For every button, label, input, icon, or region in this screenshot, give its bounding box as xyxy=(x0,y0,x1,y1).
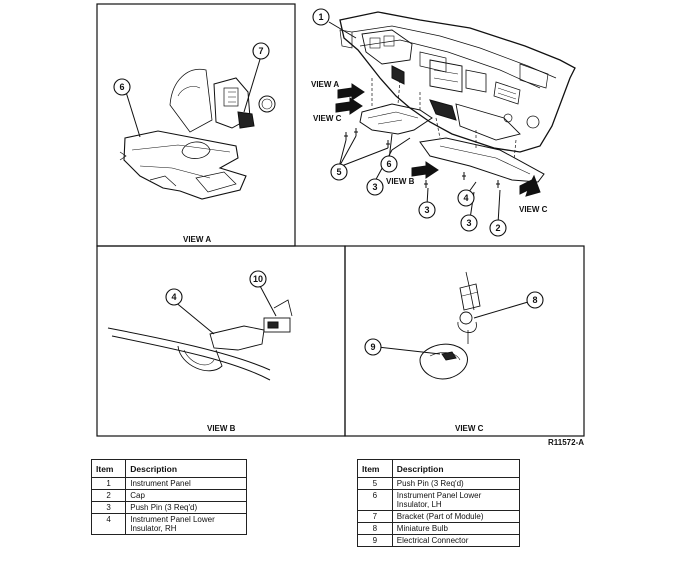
callout-6-view-a: 6 xyxy=(113,78,131,96)
view-a-drawing xyxy=(119,55,276,200)
svg-text:8: 8 xyxy=(532,295,537,305)
legend-item-description: Bracket (Part of Module) xyxy=(391,510,521,523)
legend-item-description: Instrument Panel Lower Insulator, LH xyxy=(391,489,521,511)
svg-text:2: 2 xyxy=(495,223,500,233)
main-drawing xyxy=(328,11,576,225)
legend-item-description: Instrument Panel Lower Insulator, RH xyxy=(125,513,247,535)
legend-row: 7 Bracket (Part of Module) xyxy=(357,510,521,523)
svg-text:3: 3 xyxy=(466,218,471,228)
legend-table-right: Item Description 5 Push Pin (3 Req'd) 6 … xyxy=(357,459,521,547)
legend-item-number: 7 xyxy=(357,510,393,523)
main-view-c-right-label: VIEW C xyxy=(519,205,548,214)
main-view-a-label: VIEW A xyxy=(311,80,339,89)
view-c-drawing xyxy=(377,271,529,380)
legend-header-row: Item Description xyxy=(90,459,247,478)
legend-row: 8 Miniature Bulb xyxy=(357,522,521,535)
callout-3a: 3 xyxy=(366,178,384,196)
legend-row: 4 Instrument Panel Lower Insulator, RH xyxy=(90,513,247,535)
svg-text:6: 6 xyxy=(386,159,391,169)
legend-item-number: 6 xyxy=(357,489,393,511)
callout-2: 2 xyxy=(489,219,507,237)
figure-id: R11572-A xyxy=(548,438,584,447)
legend-item-number: 2 xyxy=(90,489,127,502)
legend-item-number: 8 xyxy=(357,522,393,535)
callout-5: 5 xyxy=(330,163,348,181)
view-a-frame xyxy=(96,3,296,247)
svg-text:6: 6 xyxy=(119,82,124,92)
svg-text:10: 10 xyxy=(253,274,263,284)
legend-item-description: Electrical Connector xyxy=(391,534,521,547)
main-view-c-left-label: VIEW C xyxy=(313,114,342,123)
legend-row: 1 Instrument Panel xyxy=(90,477,247,490)
svg-text:3: 3 xyxy=(424,205,429,215)
main-view-b-label: VIEW B xyxy=(386,177,415,186)
callout-4-view-b: 4 xyxy=(165,288,183,306)
callout-7: 7 xyxy=(252,42,270,60)
legend-item-description: Push Pin (3 Req'd) xyxy=(125,501,247,514)
callout-6-main: 6 xyxy=(380,155,398,173)
legend-table-left: Item Description 1 Instrument Panel 2 Ca… xyxy=(90,459,247,535)
callout-9: 9 xyxy=(364,338,382,356)
callout-3c: 3 xyxy=(460,214,478,232)
legend-header-description: Description xyxy=(391,459,521,478)
svg-text:4: 4 xyxy=(463,193,468,203)
svg-text:7: 7 xyxy=(258,46,263,56)
legend-header-row: Item Description xyxy=(357,459,521,478)
view-c-frame xyxy=(344,245,585,437)
legend-row: 2 Cap xyxy=(90,489,247,502)
callout-8: 8 xyxy=(526,291,544,309)
svg-text:4: 4 xyxy=(171,292,176,302)
view-b-drawing xyxy=(107,283,293,381)
view-c-caption: VIEW C xyxy=(455,424,484,433)
legend-item-description: Push Pin (3 Req'd) xyxy=(391,477,521,490)
callout-group: 1 2 3 3 3 4 4 5 xyxy=(113,8,544,356)
legend-row: 5 Push Pin (3 Req'd) xyxy=(357,477,521,490)
svg-text:3: 3 xyxy=(372,182,377,192)
legend-header-description: Description xyxy=(125,459,247,478)
callout-3b: 3 xyxy=(418,201,436,219)
legend-item-description: Cap xyxy=(125,489,247,502)
view-b-caption: VIEW B xyxy=(207,424,236,433)
legend-row: 9 Electrical Connector xyxy=(357,534,521,547)
legend-row: 3 Push Pin (3 Req'd) xyxy=(90,501,247,514)
callout-1: 1 xyxy=(312,8,330,26)
legend-item-number: 3 xyxy=(90,501,127,514)
svg-text:5: 5 xyxy=(336,167,341,177)
legend-header-item: Item xyxy=(357,459,393,478)
legend-item-description: Instrument Panel xyxy=(125,477,247,490)
legend-item-number: 4 xyxy=(90,513,127,535)
legend-row: 6 Instrument Panel Lower Insulator, LH xyxy=(357,489,521,511)
view-a-caption: VIEW A xyxy=(183,235,211,244)
legend-header-item: Item xyxy=(90,459,127,478)
legend-item-number: 1 xyxy=(90,477,127,490)
legend-item-number: 9 xyxy=(357,534,393,547)
callout-10: 10 xyxy=(249,270,267,288)
svg-text:1: 1 xyxy=(318,12,323,22)
svg-text:9: 9 xyxy=(370,342,375,352)
legend-item-number: 5 xyxy=(357,477,393,490)
legend-item-description: Miniature Bulb xyxy=(391,522,521,535)
callout-4-main: 4 xyxy=(457,189,475,207)
